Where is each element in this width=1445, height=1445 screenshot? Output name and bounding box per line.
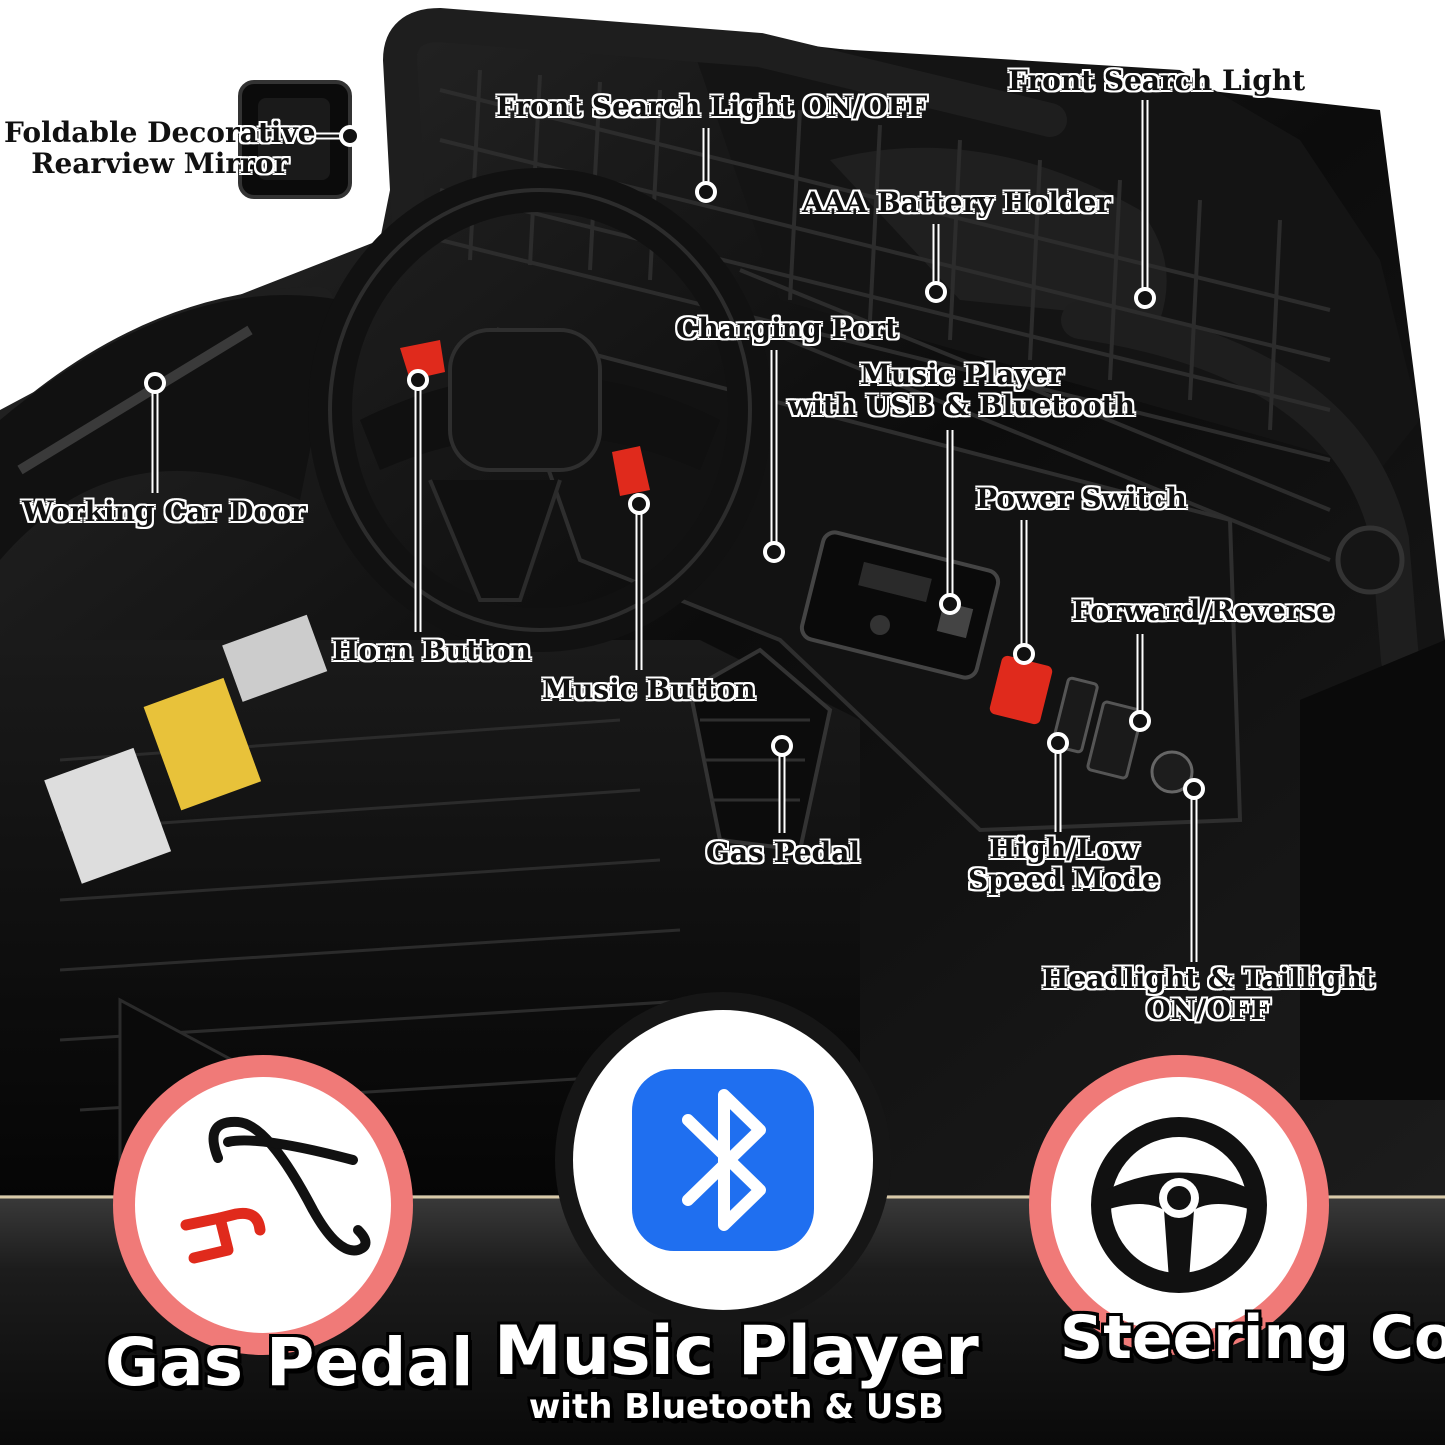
gas-pedal-title: Gas Pedal bbox=[105, 1324, 474, 1401]
callout-dots bbox=[144, 125, 1205, 800]
rearview-mirror bbox=[238, 80, 352, 199]
power-switch-label: Power Switch bbox=[976, 482, 1187, 515]
front-search-light-label: Front Search Light bbox=[1008, 64, 1306, 97]
car-door bbox=[0, 295, 340, 560]
steering-wheel bbox=[308, 168, 772, 652]
rearview-mirror-label-line2: Rearview Mirror bbox=[31, 146, 289, 180]
music-player-label: Music Player with USB & Bluetooth bbox=[788, 358, 1135, 422]
steering-control-title-line2: Control bbox=[1370, 1303, 1445, 1373]
steering-control-badge bbox=[1029, 1055, 1329, 1355]
music-player-badge bbox=[555, 992, 891, 1328]
battery-holder-label: AAA Battery Holder bbox=[802, 186, 1112, 219]
callout-leader-cores bbox=[153, 100, 1196, 962]
speed-mode-label-line2: Speed Mode bbox=[968, 862, 1160, 896]
music-button-label: Music Button bbox=[542, 673, 756, 706]
steering-wheel-icon bbox=[1091, 1117, 1267, 1293]
music-player-subtitle: with Bluetooth & USB bbox=[528, 1387, 944, 1427]
gas-pedal-label: Gas Pedal bbox=[706, 836, 861, 869]
steering-control-title-line1: Steering bbox=[1060, 1303, 1350, 1373]
warning-sticker bbox=[143, 677, 262, 811]
rearview-mirror-label: Foldable Decorative Rearview Mirror bbox=[4, 116, 316, 180]
power-switch-rocker bbox=[989, 655, 1053, 725]
steering-control-title: Steering Control bbox=[1060, 1308, 1445, 1368]
light-knob bbox=[1150, 750, 1194, 794]
lights-switch-label-line1: Headlight & Taillight bbox=[1042, 962, 1375, 995]
gas-pedal-badge bbox=[113, 1055, 413, 1355]
grille-mesh bbox=[439, 69, 1331, 562]
lights-switch-label-line2: ON/OFF bbox=[1146, 992, 1271, 1026]
car-door-label: Working Car Door bbox=[22, 495, 306, 528]
speed-mode-label: High/Low Speed Mode bbox=[968, 832, 1160, 896]
music-player-title-main: Music Player bbox=[494, 1312, 979, 1391]
front-search-light-switch-label: Front Search Light ON/OFF bbox=[496, 90, 928, 123]
horn-button bbox=[400, 340, 445, 380]
music-player-title: Music Player with Bluetooth & USB bbox=[494, 1318, 979, 1427]
bluetooth-icon bbox=[682, 1089, 766, 1231]
forward-reverse-label: Forward/Reverse bbox=[1072, 594, 1335, 627]
music-steering-button bbox=[612, 446, 650, 496]
charging-port-label: Charging Port bbox=[676, 312, 899, 345]
music-player-label-line2: with USB & Bluetooth bbox=[788, 388, 1135, 422]
rearview-mirror-label-line1: Foldable Decorative bbox=[4, 116, 316, 149]
horn-button-label: Horn Button bbox=[332, 634, 531, 667]
speed-mode-label-line1: High/Low bbox=[989, 832, 1139, 865]
music-player-label-line1: Music Player bbox=[859, 358, 1064, 391]
lights-switch-label: Headlight & Taillight ON/OFF bbox=[1042, 962, 1375, 1026]
gas-pedal-icon bbox=[180, 1116, 371, 1264]
